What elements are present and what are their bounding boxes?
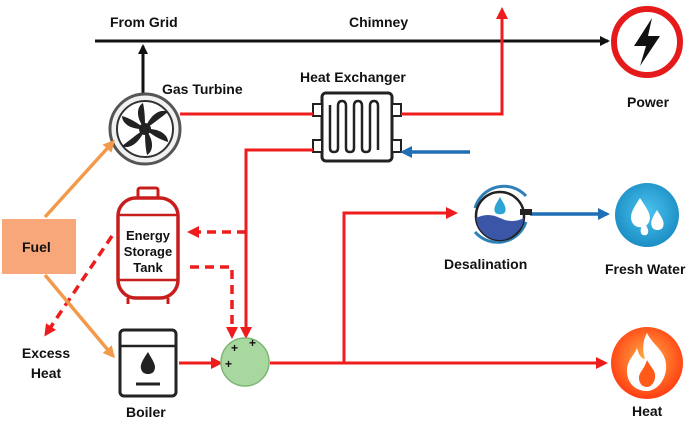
power-icon [611,6,683,78]
storage-to-mixer-dashed-flow [190,265,238,339]
storage-tank-label-line2: Storage [124,244,172,259]
exchanger-to-mixer-flow [240,148,313,339]
storage-to-excess-heat-dashed-flow [44,235,114,337]
desalination-icon [473,184,532,244]
storage-tank-label-line1: Energy [126,228,171,243]
excess-heat-label-line1: Excess [22,345,70,361]
fuel-box [2,219,76,274]
from-grid-label: From Grid [110,14,178,30]
boiler-icon [118,328,178,398]
svg-text:+: + [225,357,232,371]
fuel-label: Fuel [22,239,51,255]
heat-label: Heat [632,403,663,419]
mixer-to-desalination-flow [342,207,458,363]
fuel-to-boiler-flow [43,273,115,359]
storage-tank-label-line3: Tank [133,260,163,275]
storage-tank-icon [116,186,180,304]
power-label: Power [627,94,670,110]
fuel-to-turbine-flow [43,139,116,219]
turbine-icon [108,92,182,166]
excess-heat-label-line2: Heat [31,365,62,381]
boiler-label: Boiler [126,404,166,420]
fresh-water-label: Fresh Water [605,261,686,277]
heat-exchanger-label: Heat Exchanger [300,69,406,85]
exchanger-to-chimney-flow [401,7,508,116]
mixer-node: + + + [220,336,270,387]
fresh-water-icon [615,183,679,247]
heat-icon [611,327,683,399]
chimney-label: Chimney [349,14,408,30]
svg-text:+: + [249,336,256,350]
desalination-label: Desalination [444,256,527,272]
gas-turbine-label: Gas Turbine [162,81,243,97]
svg-text:+: + [231,341,238,355]
heat-exchanger-icon [312,91,402,163]
